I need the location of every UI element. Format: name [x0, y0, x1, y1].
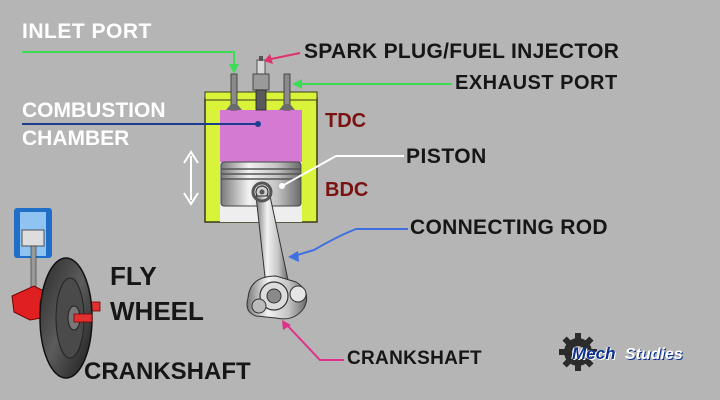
leader-piston [279, 155, 404, 189]
flywheel-label-line1: FLY [110, 261, 157, 291]
tdc-label: TDC [325, 110, 367, 132]
double-headed-arrow-icon [183, 150, 199, 206]
crankshaft-label-large: CRANKSHAFT [84, 358, 251, 385]
gear-icon [559, 333, 597, 371]
inlet-port-label: INLET PORT [22, 20, 152, 43]
spark-plug [252, 56, 270, 111]
combustion-chamber-label: COMBUSTION CHAMBER [22, 97, 166, 153]
exhaust-valve [279, 73, 295, 111]
leader-crankshaft [282, 320, 344, 361]
piston-label: PISTON [406, 145, 487, 168]
leader-connecting-rod [288, 228, 408, 262]
logo-mech-text: Mech [572, 344, 616, 363]
leader-exhaust [292, 79, 452, 89]
connecting-rod-label: CONNECTING ROD [410, 216, 608, 239]
combustion-chamber [220, 110, 302, 162]
crankshaft-label-small: CRANKSHAFT [347, 348, 482, 369]
bdc-label: BDC [325, 179, 369, 201]
logo-studies-text: Studies [625, 346, 683, 363]
exhaust-port-label: EXHAUST PORT [455, 72, 618, 94]
flywheel-label: FLY WHEEL [110, 259, 204, 329]
spark-plug-label: SPARK PLUG/FUEL INJECTOR [304, 40, 620, 63]
flywheel-label-line2: WHEEL [110, 296, 204, 326]
leader-spark [264, 52, 301, 64]
combustion-label-line2: CHAMBER [22, 127, 130, 150]
crankshaft [246, 275, 308, 320]
combustion-label-line1: COMBUSTION [22, 99, 166, 122]
flywheel [39, 257, 93, 379]
leader-combustion [22, 121, 261, 127]
leader-inlet [22, 51, 239, 74]
